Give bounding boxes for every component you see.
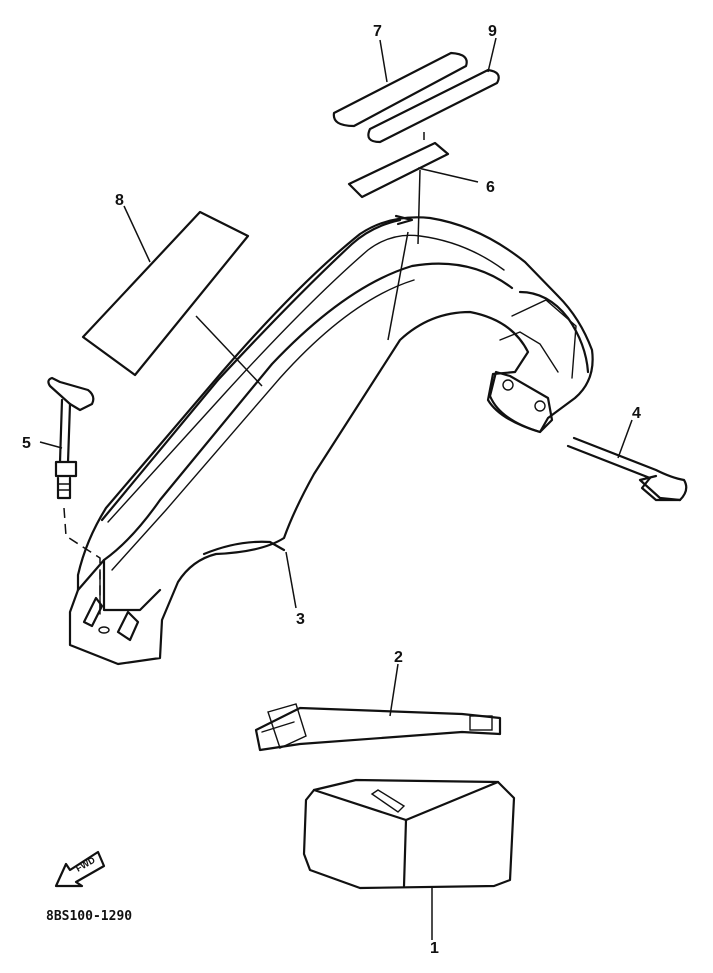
callout-2: 2 (394, 649, 403, 666)
part-6-decal (347, 141, 450, 199)
callout-8: 8 (115, 192, 124, 209)
drawing-code: 8BS100-1290 (46, 909, 132, 924)
callouts: 1 2 3 4 5 6 7 8 9 (22, 23, 641, 957)
callout-1: 1 (430, 940, 439, 957)
part-9-decal (367, 68, 500, 144)
part-8-decal (81, 210, 250, 377)
callout-3: 3 (296, 611, 305, 628)
part-3-fender (68, 216, 594, 666)
part-4-strap-hook (566, 436, 688, 502)
callout-4: 4 (632, 405, 641, 422)
callout-5: 5 (22, 435, 31, 452)
front-direction-arrow-icon: FWD (54, 850, 106, 888)
part-1-battery (302, 778, 516, 890)
leader-lines (39, 37, 633, 940)
part-5-wing-bolt (47, 376, 95, 500)
callout-6: 6 (486, 179, 495, 196)
part-2-battery-band (254, 703, 502, 752)
callout-9: 9 (488, 23, 497, 40)
callout-7: 7 (373, 23, 382, 40)
part-7-decal (332, 51, 468, 128)
